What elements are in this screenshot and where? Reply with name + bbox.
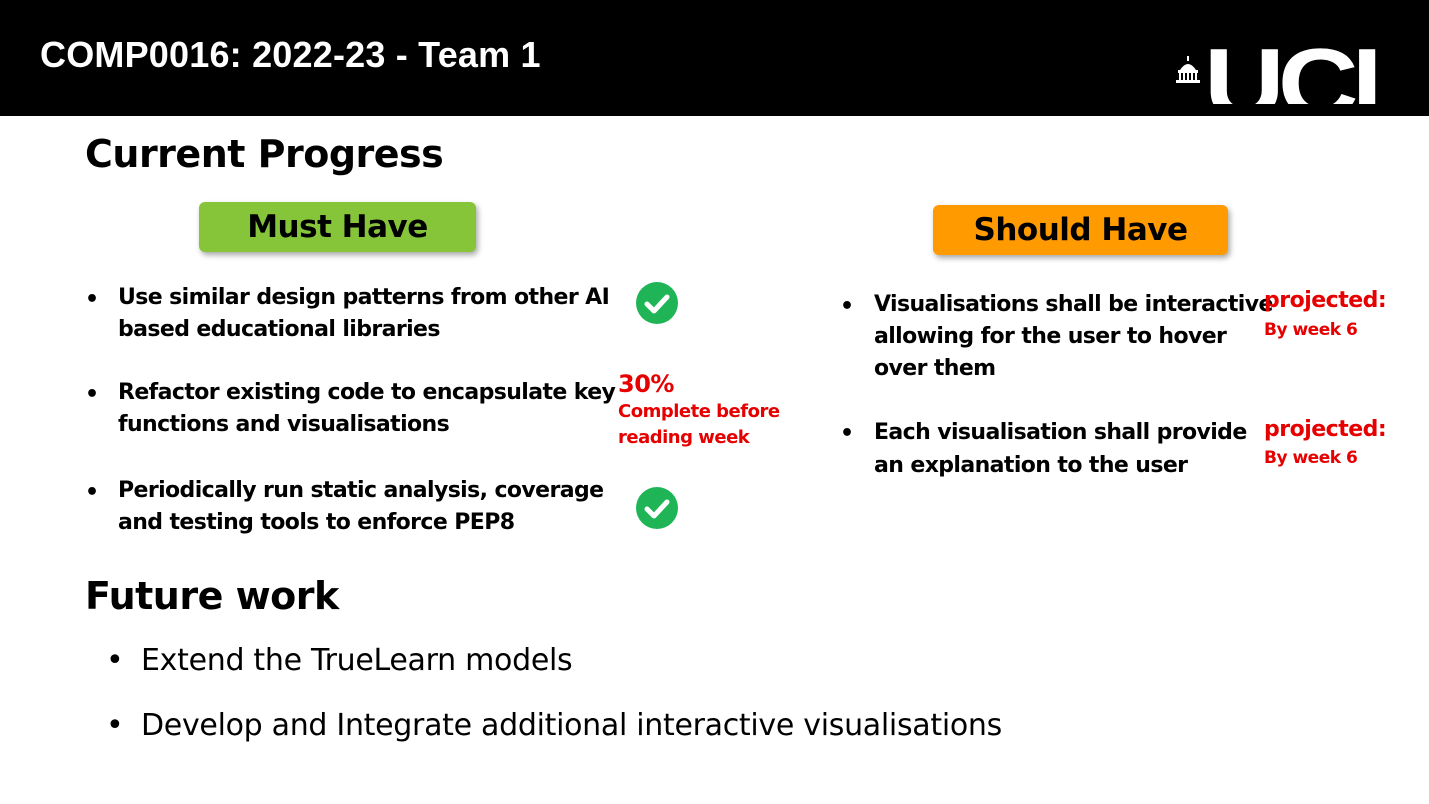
progress-note-line-2: reading week xyxy=(618,427,750,448)
should-have-label: Should Have xyxy=(973,212,1188,248)
projected-label: projected: xyxy=(1264,417,1387,442)
bullet: • xyxy=(85,480,100,505)
bullet: • xyxy=(840,294,855,319)
projected-label: projected: xyxy=(1264,288,1387,313)
header-bar xyxy=(0,0,1429,116)
bullet: • xyxy=(106,708,124,743)
slide-title: COMP0016: 2022-23 - Team 1 xyxy=(40,34,541,75)
must-have-item-2-line-1: Refactor existing code to encapsulate ke… xyxy=(118,380,616,405)
projected-note: By week 6 xyxy=(1264,448,1358,468)
future-work-item-2-text: Develop and Integrate additional interac… xyxy=(141,708,1002,743)
bullet: • xyxy=(106,643,124,678)
current-progress-heading: Current Progress xyxy=(85,132,444,176)
future-work-heading: Future work xyxy=(85,574,339,618)
should-have-item-2-line-1: Each visualisation shall provide xyxy=(874,420,1247,445)
ucl-logo: UCL xyxy=(1174,34,1413,116)
must-have-item-1-line-2: based educational libraries xyxy=(118,317,440,342)
should-have-item-2-line-2: an explanation to the user xyxy=(874,453,1188,478)
must-have-item-3-line-1: Periodically run static analysis, covera… xyxy=(118,478,604,503)
should-have-item-1-line-2: allowing for the user to hover xyxy=(874,324,1227,349)
should-have-badge: Should Have xyxy=(933,205,1228,255)
building-icon xyxy=(1176,56,1200,83)
must-have-label: Must Have xyxy=(247,209,428,245)
projected-note: By week 6 xyxy=(1264,320,1358,340)
bullet: • xyxy=(85,382,100,407)
progress-note-line-1: Complete before xyxy=(618,401,780,422)
bullet: • xyxy=(840,421,855,446)
bullet: • xyxy=(85,287,100,312)
progress-percent: 30% xyxy=(618,370,674,398)
must-have-badge: Must Have xyxy=(199,202,476,252)
should-have-item-1-line-3: over them xyxy=(874,356,996,381)
check-icon xyxy=(636,282,678,324)
must-have-item-2-line-2: functions and visualisations xyxy=(118,412,450,437)
future-work-item-1-text: Extend the TrueLearn models xyxy=(141,643,573,678)
must-have-item-1-line-1: Use similar design patterns from other A… xyxy=(118,285,610,310)
should-have-item-1-line-1: Visualisations shall be interactive xyxy=(874,292,1273,317)
check-icon xyxy=(636,487,678,529)
logo-wordmark: UCL xyxy=(1204,34,1414,104)
must-have-item-3-line-2: and testing tools to enforce PEP8 xyxy=(118,510,515,535)
